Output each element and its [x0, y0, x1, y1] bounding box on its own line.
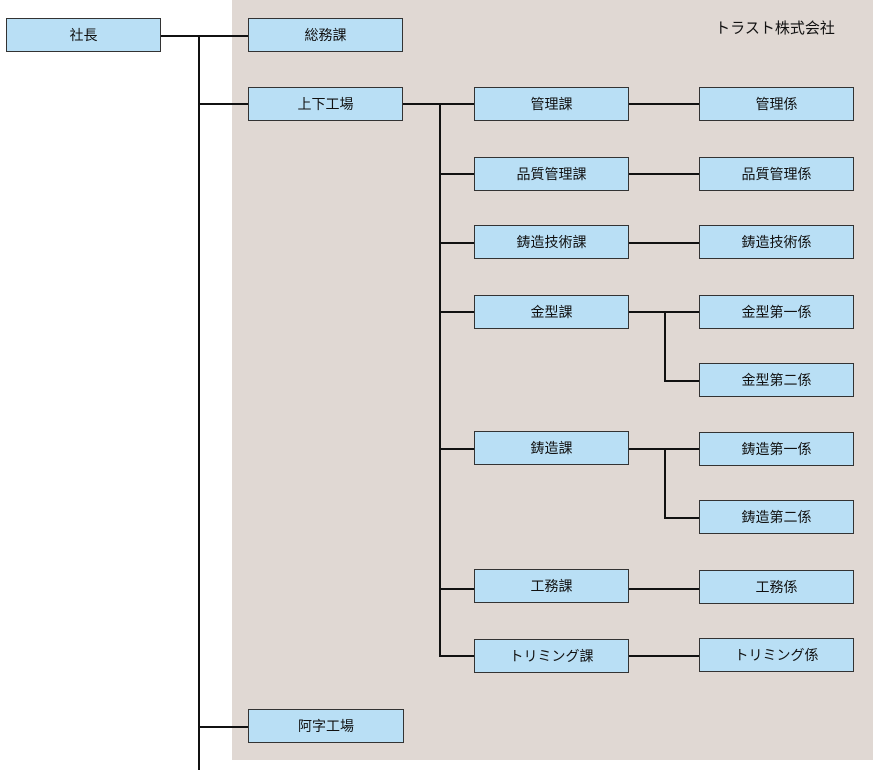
connector-team-5 — [628, 588, 699, 590]
team-box[interactable]: トリミング係 — [699, 638, 854, 672]
general-affairs-box[interactable]: 総務課 — [248, 18, 403, 52]
president-box[interactable]: 社長 — [6, 18, 161, 52]
section-box[interactable]: トリミング課 — [474, 639, 629, 673]
connector-section-6 — [439, 655, 474, 657]
connector-section-2 — [439, 242, 474, 244]
connector-team-3a — [628, 311, 699, 313]
team-box[interactable]: 金型第二係 — [699, 363, 854, 397]
connector-team-6 — [628, 655, 699, 657]
connector-team-0 — [628, 103, 699, 105]
team-box[interactable]: 金型第一係 — [699, 295, 854, 329]
trunk-president — [198, 35, 200, 770]
connector-aza — [198, 726, 248, 728]
connector-section-4 — [439, 448, 474, 450]
connector-kamishimo — [198, 103, 248, 105]
trunk-sections — [439, 103, 441, 657]
kamishimo-plant-box[interactable]: 上下工場 — [248, 87, 403, 121]
connector-section-3 — [439, 311, 474, 313]
connector-section-1 — [439, 173, 474, 175]
section-box[interactable]: 管理課 — [474, 87, 629, 121]
branch-team-4 — [664, 448, 666, 519]
section-box[interactable]: 金型課 — [474, 295, 629, 329]
team-box[interactable]: 工務係 — [699, 570, 854, 604]
team-box[interactable]: 鋳造第一係 — [699, 432, 854, 466]
branch-team-3 — [664, 311, 666, 382]
team-box[interactable]: 管理係 — [699, 87, 854, 121]
company-name: トラスト株式会社 — [715, 19, 835, 37]
section-box[interactable]: 鋳造技術課 — [474, 225, 629, 259]
section-box[interactable]: 品質管理課 — [474, 157, 629, 191]
connector-president — [160, 35, 248, 37]
connector-team-1 — [628, 173, 699, 175]
section-box[interactable]: 工務課 — [474, 569, 629, 603]
aza-plant-box[interactable]: 阿字工場 — [248, 709, 404, 743]
team-box[interactable]: 鋳造第二係 — [699, 500, 854, 534]
connector-team-2 — [628, 242, 699, 244]
connector-team-4b — [664, 517, 699, 519]
team-box[interactable]: 鋳造技術係 — [699, 225, 854, 259]
team-box[interactable]: 品質管理係 — [699, 157, 854, 191]
section-box[interactable]: 鋳造課 — [474, 431, 629, 465]
connector-team-4a — [628, 448, 699, 450]
connector-plant-sections — [402, 103, 474, 105]
connector-section-5 — [439, 588, 474, 590]
connector-team-3b — [664, 380, 699, 382]
